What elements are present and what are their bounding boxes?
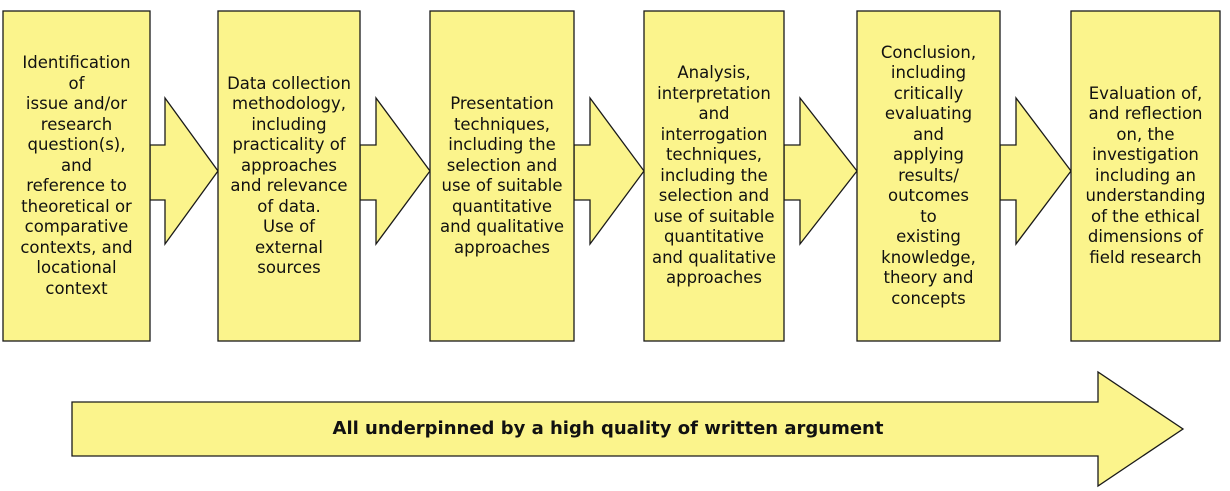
flow-arrow-2 bbox=[359, 96, 431, 246]
stage-box-analysis bbox=[643, 10, 785, 342]
stage-text-data-collection: Data collection methodology, including p… bbox=[227, 73, 351, 278]
stage-box-data-collection bbox=[217, 10, 361, 342]
stage-text-analysis: Analysis, interpretation and interrogati… bbox=[651, 63, 777, 288]
stage-box-evaluation bbox=[1070, 10, 1221, 342]
banner-arrow bbox=[71, 370, 1185, 488]
stage-text-evaluation: Evaluation of, and reflection on, the in… bbox=[1085, 83, 1206, 267]
stage-box-conclusion bbox=[856, 10, 1001, 342]
stage-box-presentation bbox=[429, 10, 575, 342]
stage-text-conclusion: Conclusion, including critically evaluat… bbox=[880, 42, 977, 308]
stage-text-presentation: Presentation techniques, including the s… bbox=[439, 94, 565, 257]
flow-arrow-1 bbox=[149, 95, 219, 247]
stage-text-issue: Identification of issue and/or research … bbox=[20, 53, 133, 298]
stage-box-issue bbox=[2, 10, 151, 342]
flow-arrow-4 bbox=[783, 96, 858, 246]
flow-arrow-3 bbox=[573, 96, 645, 246]
flow-arrow-5 bbox=[999, 96, 1072, 246]
banner-text: All underpinned by a high quality of wri… bbox=[332, 417, 884, 439]
